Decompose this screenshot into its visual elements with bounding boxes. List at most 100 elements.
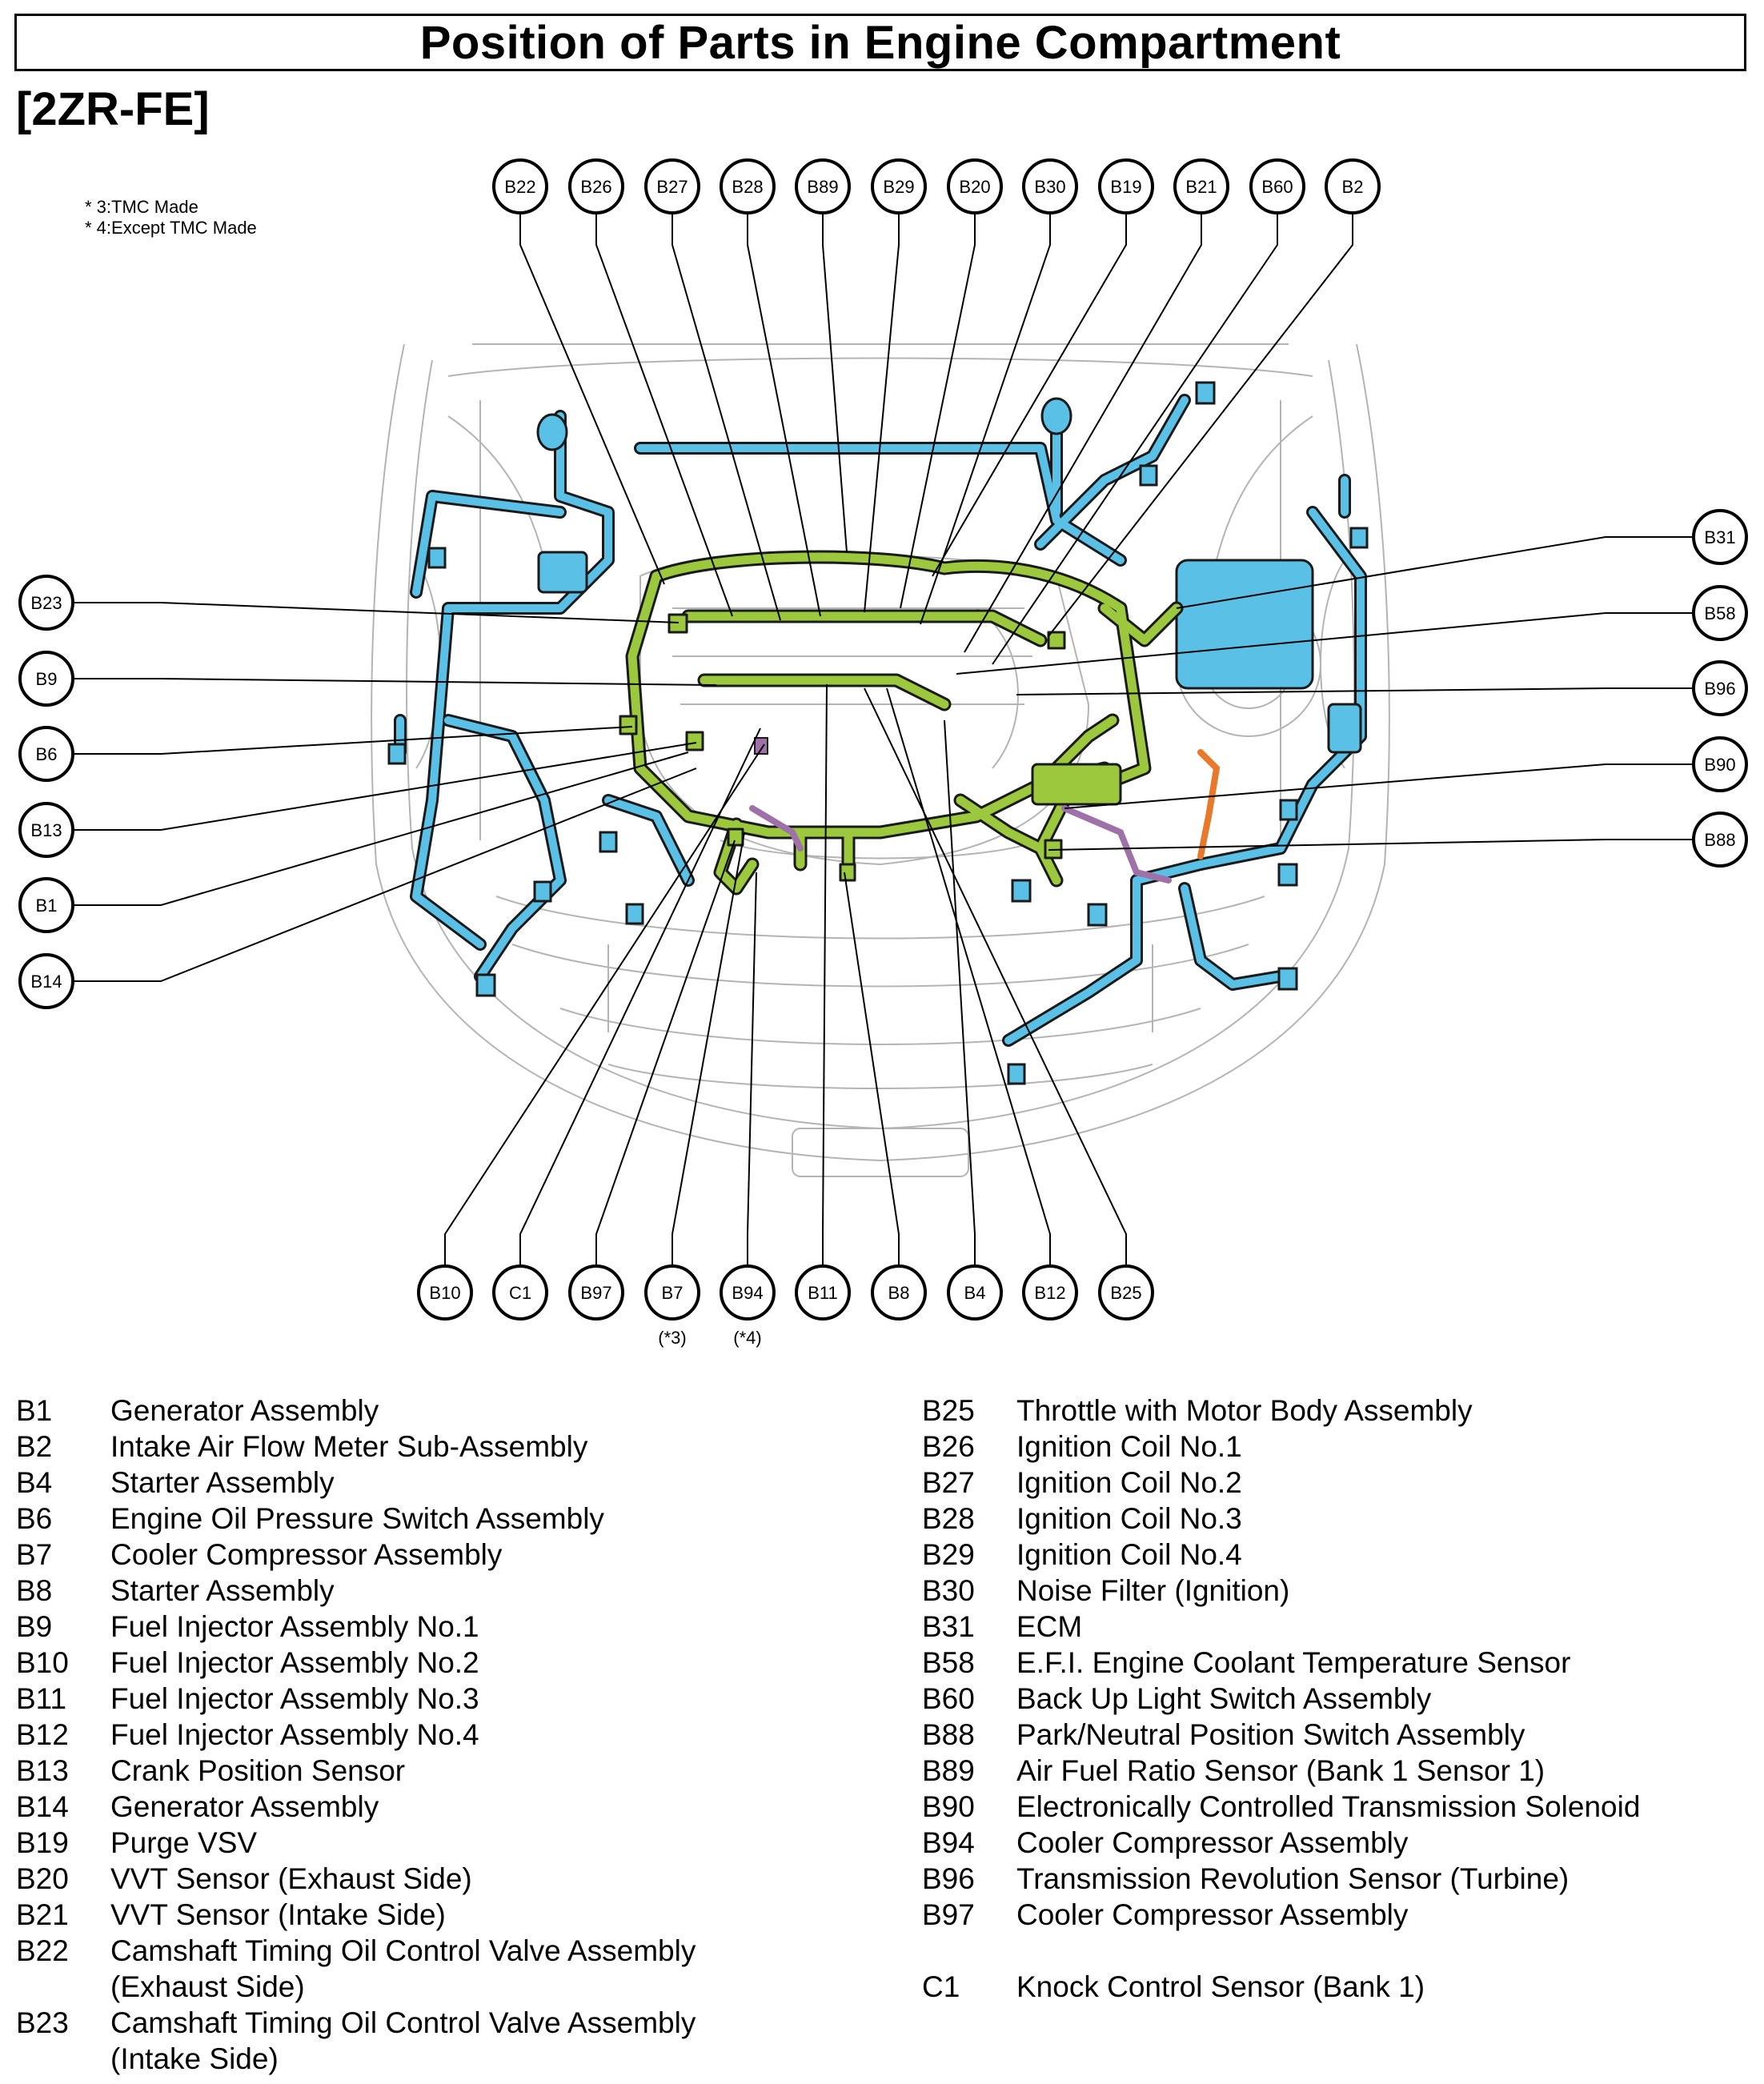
leader-line-b11 [822,683,828,1266]
callout-circle [1098,1264,1154,1321]
callout-circle [644,1264,700,1321]
callout-code: B11 [808,1283,838,1303]
body-harness-connectors [387,381,1369,1085]
legend-description: Camshaft Timing Oil Control Valve Assemb… [110,1934,696,2003]
legend-row-b8: B8 Starter Assembly [16,1573,696,1609]
callout-circle [1692,660,1748,716]
callout-circle [1022,1264,1078,1321]
callout-b97: B97 [568,1264,624,1321]
callout-code: B94 [732,1283,763,1303]
leader-line-b89 [822,213,848,553]
footnote-3: * 3:TMC Made [85,197,198,217]
legend-description: Generator Assembly [110,1790,379,1823]
legend-description: Air Fuel Ratio Sensor (Bank 1 Sensor 1) [1016,1754,1546,1787]
leader-line-b60 [992,213,1278,665]
callout-b29: B29 [871,158,927,214]
legend-code: B10 [16,1646,69,1679]
callout-b9: B9 [18,651,74,707]
legend-code: B25 [922,1394,975,1427]
legend-description: Cooler Compressor Assembly [110,1538,503,1571]
legend-code: B14 [16,1790,69,1823]
legend-description: Starter Assembly [110,1574,335,1607]
legend-code: B19 [16,1826,69,1859]
legend-code: B6 [16,1502,53,1535]
leader-line-b31 [1176,536,1694,609]
callout-b28: B28 [720,158,776,214]
callout-c1: C1 [492,1264,548,1321]
callout-notes: (*3) (*4) [658,1328,761,1348]
callout-code: B97 [580,1283,611,1303]
callout-circle [1173,158,1229,214]
callout-circle [1325,158,1381,214]
engine-compartment-diagram: B22B26B27B28B89B29B20B30B19B21B60B2B23B9… [18,158,1748,1348]
legend-code: B90 [922,1790,975,1823]
leader-line-b12 [886,687,1051,1266]
callout-note-b94: (*4) [733,1328,761,1348]
legend-description: Generator Assembly [110,1394,379,1427]
legend-description: Fuel Injector Assembly No.2 [110,1646,479,1679]
callout-code: B23 [30,593,62,613]
legend-code: B8 [16,1574,53,1607]
legend-description: Park/Neutral Position Switch Assembly [1016,1718,1525,1751]
callout-b23: B23 [18,575,74,631]
leader-line-b6 [73,726,633,755]
leader-line-b97 [595,840,736,1266]
legend-description: Ignition Coil No.3 [1016,1502,1242,1535]
callout-b20: B20 [947,158,1003,214]
legend-description: Back Up Light Switch Assembly [1016,1682,1432,1715]
callout-b88: B88 [1692,812,1748,868]
legend-code: B29 [922,1538,975,1571]
callout-b10: B10 [417,1264,473,1321]
callout-b21: B21 [1173,158,1229,214]
legend-code: B2 [16,1430,53,1463]
callout-code: C1 [509,1283,531,1303]
callout-b11: B11 [795,1264,851,1321]
callout-code: B26 [580,177,611,197]
legend-code: B27 [922,1466,975,1499]
callout-circle [18,575,74,631]
callout-circle [568,158,624,214]
callout-circle [18,877,74,933]
leader-line-b22 [519,213,665,585]
callout-circle [492,1264,548,1321]
legend-description: Ignition Coil No.1 [1016,1430,1242,1463]
callout-b22: B22 [492,158,548,214]
callout-b8: B8 [871,1264,927,1321]
callout-note-b7: (*3) [658,1328,686,1348]
legend-code: B11 [16,1682,67,1715]
callout-code: B22 [504,177,535,197]
callout-code: B28 [732,177,763,197]
leader-line-b29 [864,213,900,613]
callout-circle [795,1264,851,1321]
callout-b19: B19 [1098,158,1154,214]
engine-wire-harness [619,550,1184,896]
leader-line-b28 [747,213,821,617]
leader-line-c1 [519,727,761,1266]
leader-line-b26 [595,213,733,617]
callout-circle [18,802,74,858]
callout-circle [1692,736,1748,792]
legend-code: B4 [16,1466,53,1499]
leader-line-b30 [920,213,1051,625]
legend-description: Noise Filter (Ignition) [1016,1574,1290,1607]
callout-circle [568,1264,624,1321]
